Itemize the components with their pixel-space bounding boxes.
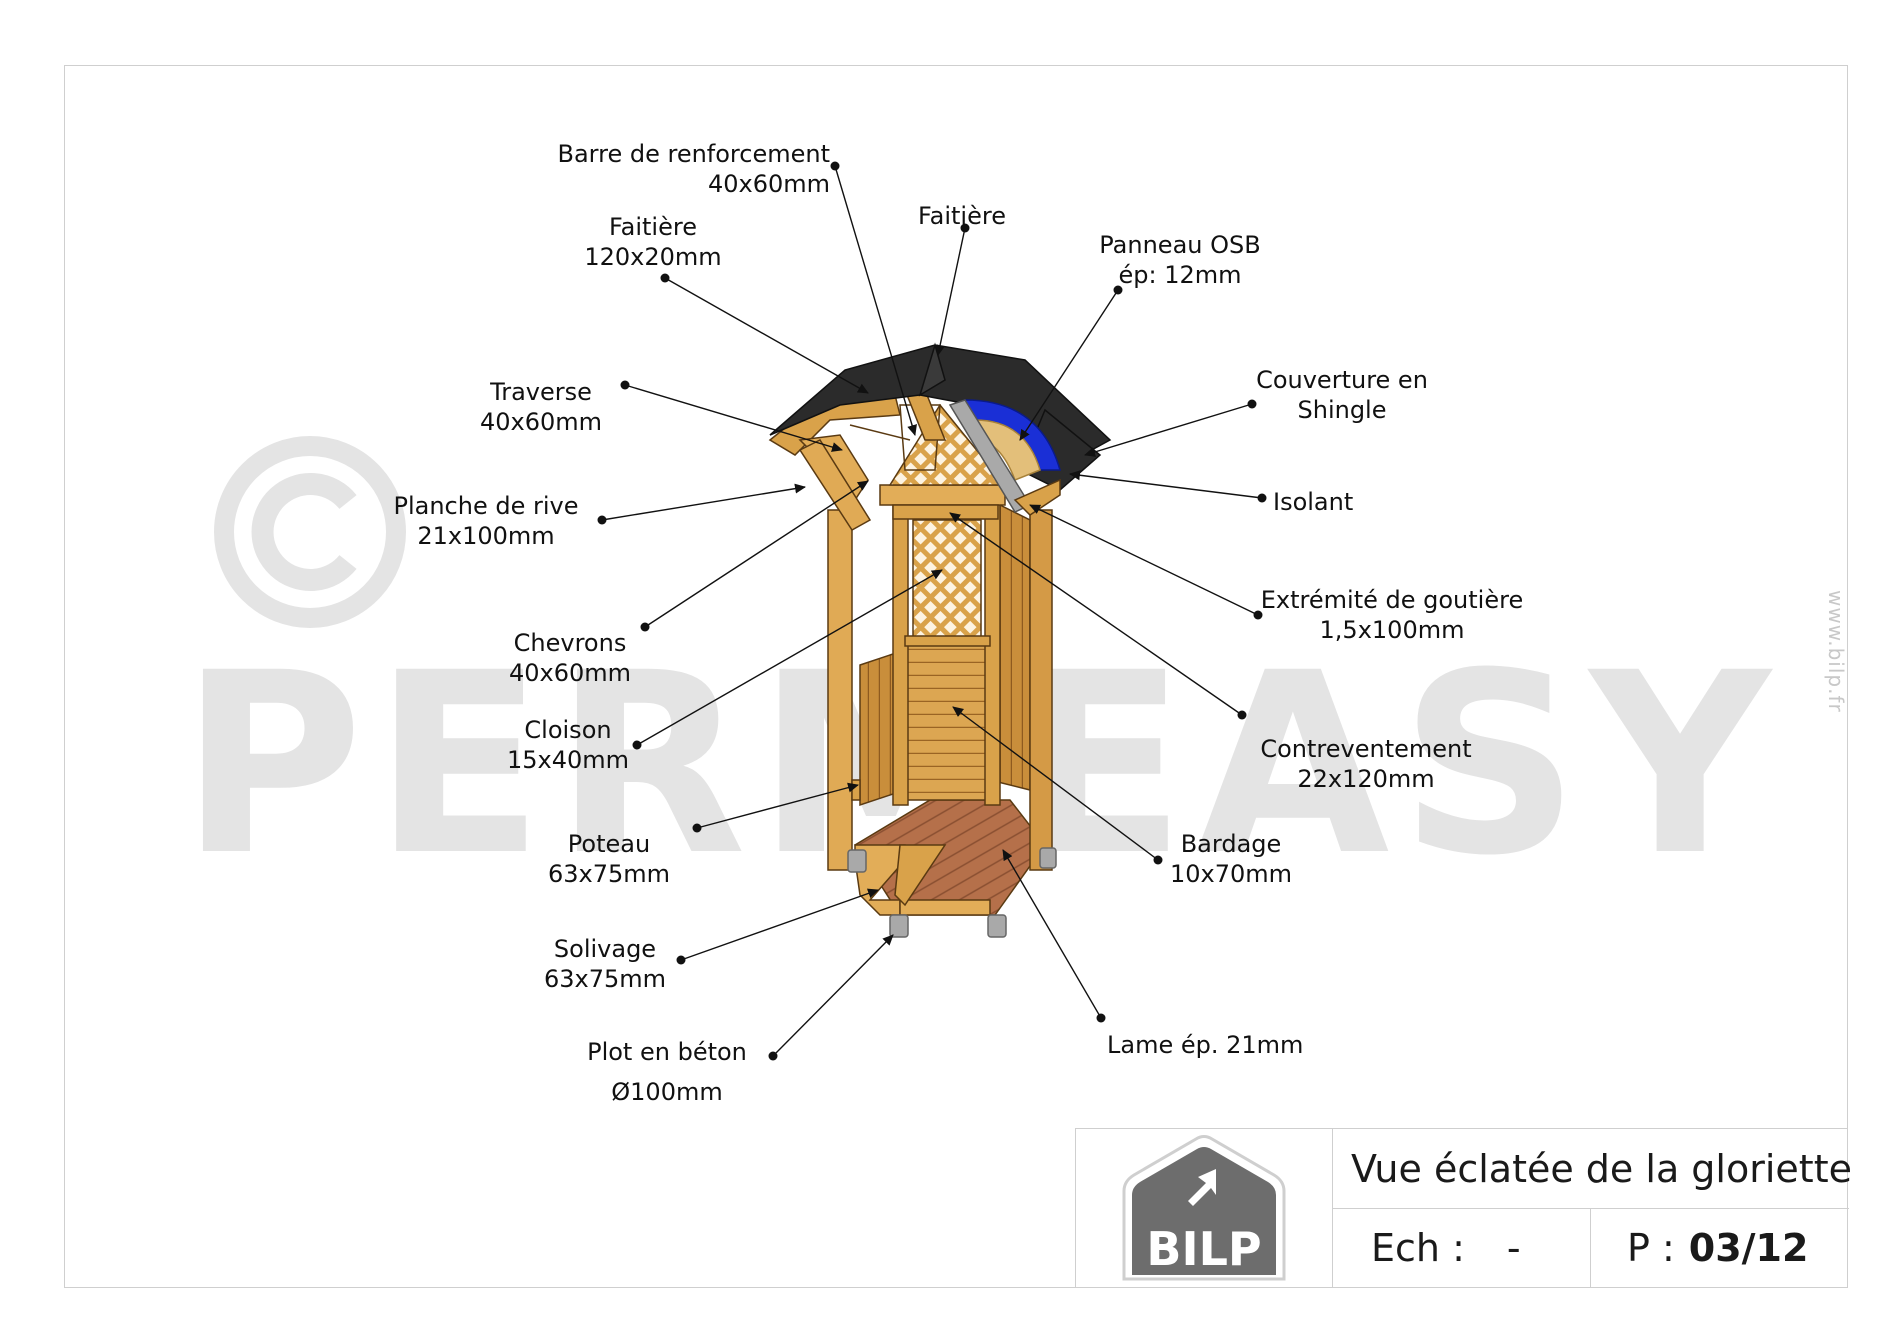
page-cell: P : 03/12 [1591, 1209, 1849, 1287]
logo-cell: BILP [1076, 1129, 1333, 1287]
gable-lattice [888, 403, 1007, 486]
back-wall-lattice [912, 519, 982, 639]
logo-text: BILP [1146, 1222, 1261, 1276]
title-block: BILP Vue éclatée de la gloriette Ech :- … [1075, 1128, 1852, 1288]
floor-joist-front [899, 899, 991, 916]
front-post-right [1029, 509, 1053, 871]
copyright-watermark-icon [214, 436, 406, 628]
scale-cell: Ech :- [1333, 1209, 1591, 1287]
sheet-frame [64, 65, 1848, 1288]
bilp-logo-icon: BILP [1122, 1135, 1286, 1281]
back-wall-cladding [904, 639, 991, 801]
back-beam [879, 484, 1006, 506]
scale-label: Ech : [1371, 1226, 1465, 1270]
page-number: 03/12 [1688, 1226, 1809, 1270]
front-post-left [827, 509, 853, 871]
back-post-left [892, 504, 909, 806]
concrete-pads [847, 847, 1057, 938]
label-isolant: Isolant [1273, 488, 1353, 516]
drawing-title: Vue éclatée de la gloriette [1333, 1129, 1852, 1209]
scale-value: - [1506, 1226, 1521, 1270]
label-lame: Lame ép. 21mm [1107, 1031, 1303, 1059]
page-label: P : [1627, 1226, 1675, 1270]
leader-lines [601, 165, 1263, 1057]
leader-dots [597, 161, 1267, 1061]
label-faitiere: Faitière [918, 202, 1006, 230]
gazebo-illustration [768, 342, 1112, 938]
back-post-right [984, 504, 1001, 806]
